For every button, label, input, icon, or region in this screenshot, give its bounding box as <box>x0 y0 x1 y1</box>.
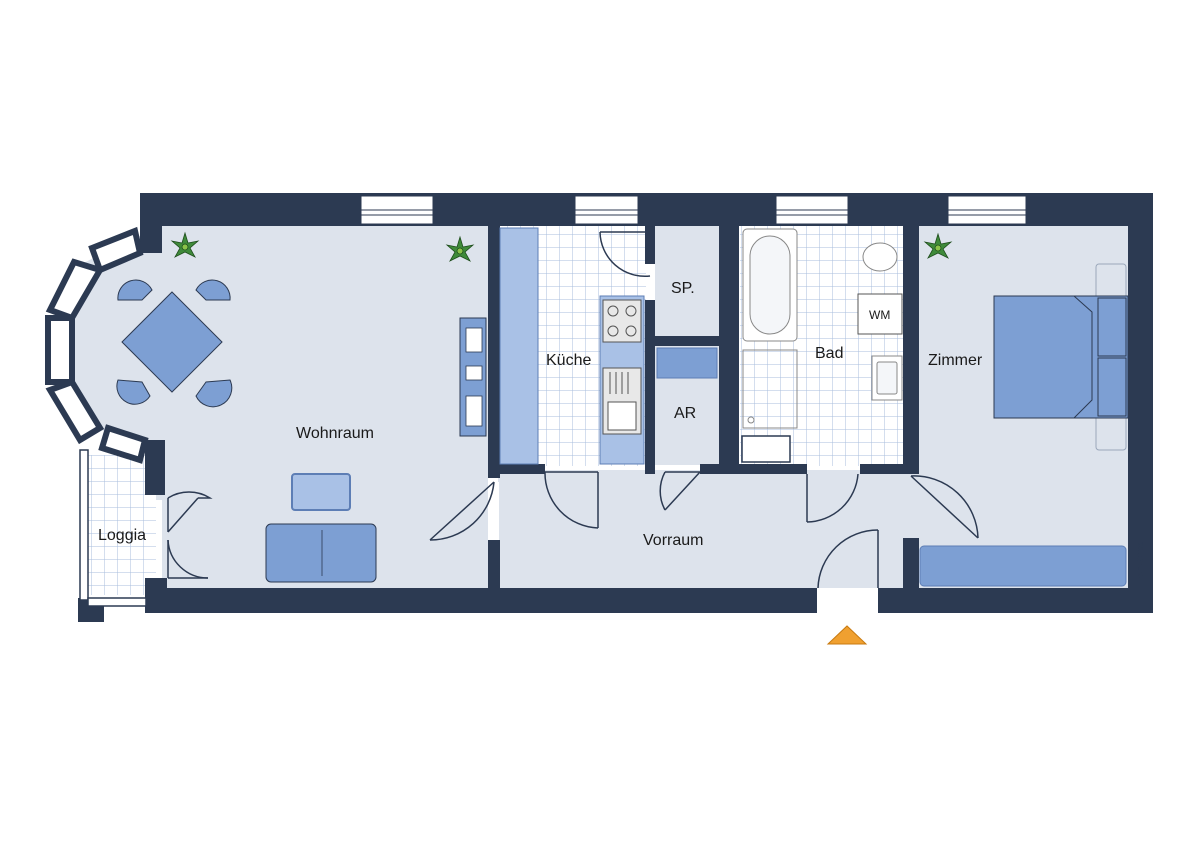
plants <box>170 231 953 262</box>
wall-zimmer-vorraum <box>903 538 919 588</box>
wall-ar-bottom <box>700 464 740 474</box>
door-zimmer[interactable] <box>903 474 979 539</box>
wall-right <box>1128 193 1153 613</box>
wall-sp-ar <box>655 336 719 346</box>
washing-machine-label: WM <box>869 308 890 322</box>
wall-bottom-left <box>145 588 817 613</box>
door-loggia[interactable] <box>167 491 213 579</box>
coffee-table <box>291 473 351 511</box>
bay-windows <box>45 226 149 464</box>
zimmer-wardrobe <box>919 545 1127 587</box>
room-label-zimmer: Zimmer <box>928 352 983 369</box>
wall-kueche-ar <box>645 300 655 474</box>
washing-machine <box>857 293 903 335</box>
brand-logo: onOffice <box>1135 542 1145 578</box>
bay-window-4 <box>45 378 105 445</box>
loggia-railing <box>79 449 89 601</box>
wall-bad-bottom <box>740 464 807 474</box>
tv-sideboard <box>459 317 487 437</box>
table-top <box>121 291 223 393</box>
plant-icon <box>445 235 475 262</box>
room-label-ar: AR <box>674 405 696 422</box>
washbasin <box>871 355 903 401</box>
door-bad[interactable] <box>806 473 859 523</box>
shower <box>742 349 798 429</box>
bay-window-1 <box>88 226 144 274</box>
door-sp[interactable] <box>599 231 654 300</box>
kitchen-appliances <box>599 295 645 465</box>
room-label-sp: SP. <box>671 280 695 297</box>
kitchen-counter <box>499 227 539 465</box>
door-entrance[interactable] <box>817 529 879 589</box>
window-zimmer <box>947 195 1027 225</box>
window-bad <box>775 195 849 225</box>
loggia-railing-bottom <box>87 597 147 607</box>
stove <box>602 299 642 343</box>
sp-floor <box>655 226 719 336</box>
wall-bad-zimmer <box>903 226 919 474</box>
wall-loggia-bottom <box>145 578 167 613</box>
room-labels: Wohnraum Küche SP. AR Bad Zimmer Vorraum… <box>98 280 1145 578</box>
chair-top-left <box>117 279 153 301</box>
room-label-vorraum: Vorraum <box>643 532 703 549</box>
windows <box>45 195 1027 607</box>
window-wohnraum <box>360 195 434 225</box>
loggia-floor <box>88 455 156 595</box>
wall-corner <box>140 193 162 253</box>
furniture <box>116 227 1129 587</box>
toilet <box>862 242 898 272</box>
entrance-arrow-icon <box>826 625 868 645</box>
plant-icon <box>923 232 953 259</box>
chair-bottom-right <box>195 379 233 408</box>
floors <box>62 226 1128 595</box>
wall-sp-right <box>719 226 739 466</box>
bay-window-3 <box>45 315 75 385</box>
room-label-kueche: Küche <box>546 352 591 369</box>
wall-wohn-vorraum <box>488 540 500 588</box>
room-label-bad: Bad <box>815 345 843 362</box>
dining-table <box>116 279 233 408</box>
bath-cabinet <box>741 435 791 463</box>
chair-top-right <box>195 279 231 301</box>
wall-loggia-top <box>145 440 165 495</box>
double-bed <box>993 263 1129 451</box>
door-ar[interactable] <box>659 471 701 511</box>
plant-icon <box>170 231 200 258</box>
sofa <box>265 523 377 583</box>
door-kueche[interactable] <box>544 471 599 529</box>
ar-shelf <box>656 347 718 379</box>
window-kueche <box>574 195 639 225</box>
doors <box>167 231 979 589</box>
door-wohnraum[interactable] <box>429 481 499 541</box>
wall-kueche-bottom <box>500 464 545 474</box>
vorraum-floor <box>498 470 904 588</box>
room-label-loggia: Loggia <box>98 527 146 544</box>
room-label-wohnraum: Wohnraum <box>296 425 374 442</box>
chair-bottom-left <box>116 379 151 405</box>
wall-wohn-kueche <box>488 226 500 478</box>
bathtub <box>742 228 798 342</box>
wall-bad-bottom-right <box>860 464 918 474</box>
bay-window-5 <box>98 424 149 464</box>
wall-bottom-right <box>878 588 1153 613</box>
wall-kueche-sp <box>645 226 655 264</box>
